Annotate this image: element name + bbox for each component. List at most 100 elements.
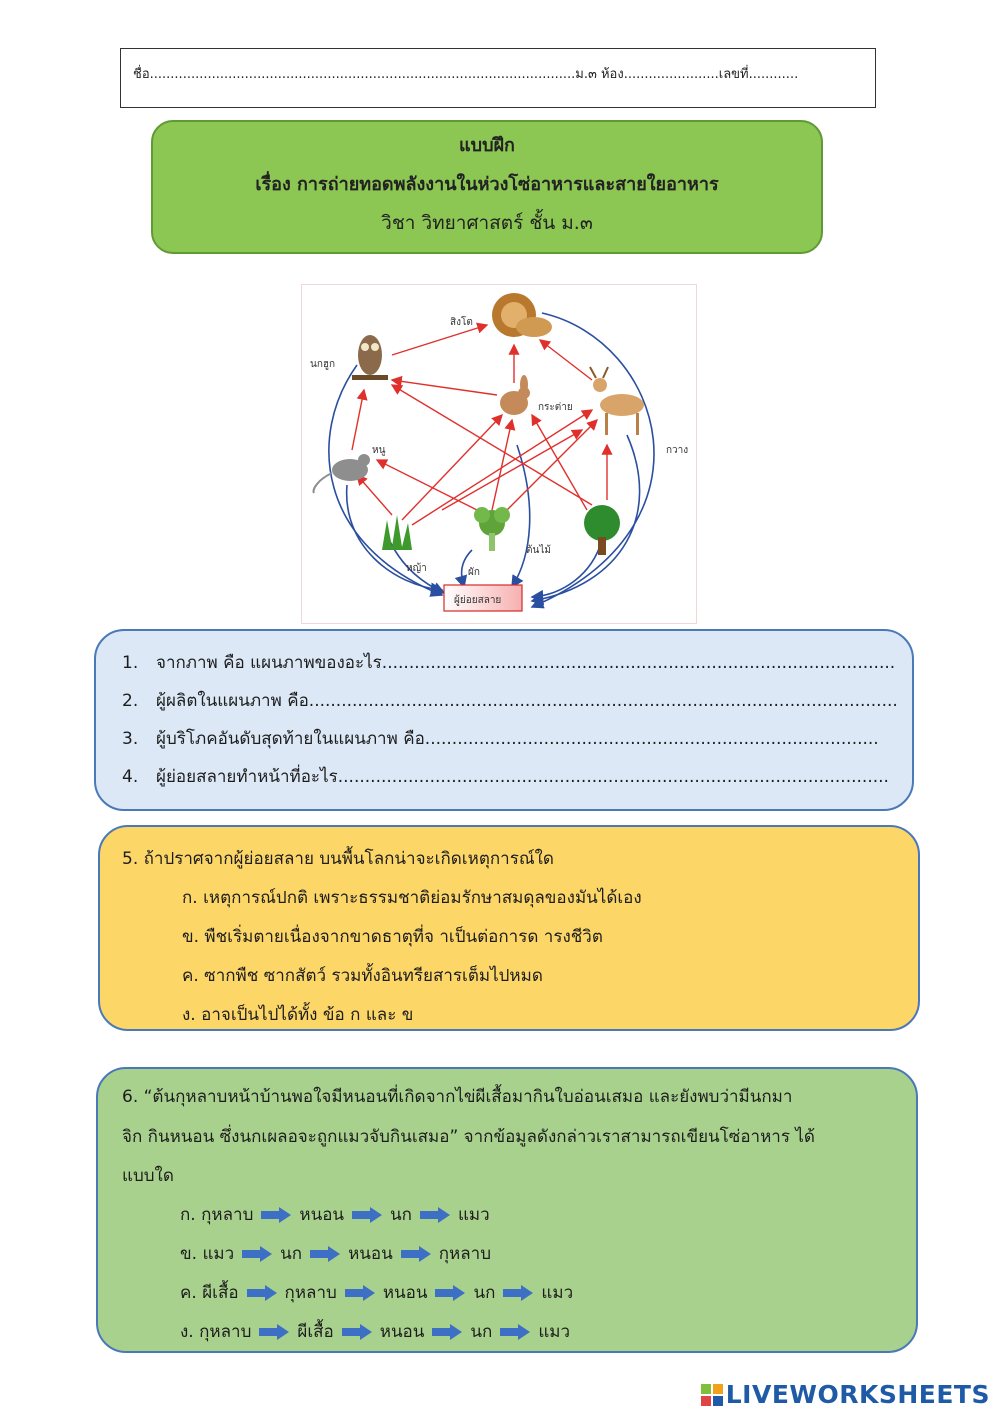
- deer-to-decomposer-arrow: [530, 434, 641, 606]
- choice-prefix: ข.: [180, 1244, 203, 1264]
- grass-to-mouse-arrow: [356, 473, 393, 516]
- right-arrow-icon: [310, 1246, 341, 1262]
- right-arrow-icon: [435, 1285, 466, 1301]
- food-web-diagram: สิงโต นกฮูก กระต่าย กวาง หนู หญ้า ผัก ต้…: [301, 284, 697, 624]
- right-arrow-icon: [341, 1324, 372, 1340]
- worksheet-type: แบบฝึก: [459, 135, 515, 156]
- questions-1-4-box: 1.จากภาพ คือ แผนภาพของอะไร..............…: [94, 629, 914, 811]
- liveworksheets-logo: LIVEWORKSHEETS: [700, 1380, 990, 1409]
- right-arrow-icon: [400, 1246, 431, 1262]
- question-5-text: 5. ถ้าปราศจากผู้ย่อยสลาย บนพื้นโลกน่าจะเ…: [122, 849, 554, 869]
- deer-label: กวาง: [666, 445, 688, 456]
- feeding-arrows: [351, 322, 613, 526]
- question-6-choice-c[interactable]: ค. ผีเสื้อ กุหลาบ หนอน นก แมว: [180, 1279, 573, 1306]
- vegetable-icon: [474, 507, 510, 551]
- question-5-choice-d[interactable]: ง. อาจเป็นไปได้ทั้ง ข้อ ก และ ข: [182, 1005, 414, 1025]
- right-arrow-icon: [500, 1324, 531, 1340]
- question-1[interactable]: 1.จากภาพ คือ แผนภาพของอะไร..............…: [122, 653, 896, 673]
- question-5-box: 5. ถ้าปราศจากผู้ย่อยสลาย บนพื้นโลกน่าจะเ…: [98, 825, 920, 1031]
- tree-to-rabbit-arrow: [531, 413, 588, 511]
- decomposer-box: [443, 584, 523, 612]
- owl-label: นกฮูก: [310, 359, 335, 370]
- chain-organism: กุหลาบ: [438, 1244, 492, 1264]
- chain-organism: หนอน: [299, 1205, 345, 1225]
- question-2[interactable]: 2.ผู้ผลิตในแผนภาพ คือ...................…: [122, 691, 898, 711]
- chain-organism: ผีเสื้อ: [297, 1322, 334, 1342]
- right-arrow-icon: [242, 1246, 273, 1262]
- grass-icon: [382, 515, 412, 550]
- rabbit-to-owl-arrow: [390, 375, 498, 396]
- mouse-to-owl-arrow: [351, 388, 368, 451]
- chain-organism: นก: [390, 1205, 412, 1225]
- decomposer-label: ผู้ย่อยสลาย: [454, 594, 501, 606]
- mouse-icon: [312, 454, 370, 494]
- grass-to-decomposer-arrow: [386, 534, 446, 595]
- rabbit-label: กระต่าย: [538, 402, 573, 413]
- liveworksheets-logo-icon: [700, 1383, 723, 1406]
- right-arrow-icon: [259, 1324, 290, 1340]
- mouse-label: หนู: [372, 445, 386, 456]
- question-5-choice-c[interactable]: ค. ซากพืช ซากสัตว์ รวมทั้งอินทรียสารเต็ม…: [182, 966, 543, 986]
- chain-organism: กุหลาบ: [201, 1205, 254, 1225]
- student-info-line[interactable]: ชื่อ....................................…: [133, 67, 799, 82]
- question-6-line-3: แบบใด: [122, 1166, 174, 1186]
- lion-label: สิงโต: [450, 315, 473, 328]
- vegetable-label: ผัก: [468, 567, 480, 578]
- chain-organism: หนอน: [379, 1322, 425, 1342]
- right-arrow-icon: [344, 1285, 375, 1301]
- liveworksheets-brand: LIVEWORKSHEETS: [725, 1380, 990, 1409]
- question-6-line-1: 6. “ต้นกุหลาบหน้าบ้านพอใจมีหนอนที่เกิดจา…: [122, 1087, 793, 1107]
- chain-organism: แมว: [202, 1244, 235, 1264]
- chain-organism: ผีเสื้อ: [202, 1283, 239, 1303]
- chain-organism: นก: [473, 1283, 496, 1303]
- question-6-line-2: จิก กินหนอน ซึ่งนกเผลอจะถูกแมวจับกินเสมอ…: [122, 1127, 815, 1147]
- worksheet-topic: เรื่อง การถ่ายทอดพลังงานในห่วงโซ่อาหารแล…: [255, 174, 719, 195]
- worksheet-subject: วิชา วิทยาศาสตร์ ชั้น ม.๓: [381, 212, 593, 234]
- right-arrow-icon: [419, 1207, 450, 1223]
- chain-organism: แมว: [457, 1205, 490, 1225]
- question-6-choice-d[interactable]: ง. กุหลาบ ผีเสื้อ หนอน นก แมว: [180, 1318, 570, 1345]
- chain-organism: นก: [280, 1244, 303, 1264]
- mouse-to-decomposer-arrow: [345, 484, 444, 596]
- tree-icon: [584, 505, 620, 555]
- chain-organism: กุหลาบ: [284, 1283, 337, 1303]
- chain-organism: นก: [470, 1322, 493, 1342]
- lion-icon: [492, 293, 552, 337]
- question-4[interactable]: 4.ผู้ย่อยสลายทำหน้าที่อะไร..............…: [122, 767, 889, 787]
- chain-organism: แมว: [538, 1322, 571, 1342]
- rabbit-to-decomposer-arrow: [511, 444, 531, 589]
- question-6-choice-b[interactable]: ข. แมว นก หนอน กุหลาบ: [180, 1240, 491, 1267]
- question-3[interactable]: 3.ผู้บริโภคอันดับสุดท้ายในแผนภาพ คือ....…: [122, 729, 879, 749]
- tree-to-owl-arrow: [390, 384, 593, 506]
- student-info-box: ชื่อ....................................…: [120, 48, 876, 108]
- chain-organism: กุหลาบ: [199, 1322, 252, 1342]
- right-arrow-icon: [503, 1285, 534, 1301]
- owl-icon: [352, 335, 388, 380]
- right-arrow-icon: [261, 1207, 292, 1223]
- food-web-svg: สิงโต นกฮูก กระต่าย กวาง หนู หญ้า ผัก ต้…: [310, 293, 688, 612]
- vegetable-to-rabbit-arrow: [491, 418, 516, 511]
- question-5-choice-b[interactable]: ข. พืชเริ่มตายเนื่องจากขาดธาตุที่จ าเป็น…: [182, 927, 603, 947]
- choice-prefix: ง.: [180, 1322, 200, 1342]
- choice-prefix: ก.: [180, 1205, 202, 1225]
- owl-to-decomposer-arrow: [328, 364, 444, 597]
- rabbit-icon: [500, 375, 530, 415]
- chain-organism: หนอน: [348, 1244, 393, 1264]
- right-arrow-icon: [246, 1285, 277, 1301]
- worksheet-title-box: แบบฝึก เรื่อง การถ่ายทอดพลังงานในห่วงโซ่…: [151, 120, 823, 254]
- chain-organism: แมว: [541, 1283, 574, 1303]
- deer-to-lion-arrow: [538, 339, 593, 381]
- tree-label: ต้นไม้: [526, 544, 551, 556]
- grass-label: หญ้า: [406, 562, 427, 574]
- question-5-choice-a[interactable]: ก. เหตุการณ์ปกติ เพราะธรรมชาติย่อมรักษาส…: [182, 888, 642, 908]
- chain-organism: หนอน: [382, 1283, 428, 1303]
- question-6-choice-a[interactable]: ก. กุหลาบ หนอน นก แมว: [180, 1201, 490, 1228]
- owl-to-lion-arrow: [391, 322, 489, 356]
- grass-to-rabbit-arrow: [401, 413, 503, 521]
- choice-prefix: ค.: [180, 1283, 203, 1303]
- deer-icon: [589, 366, 644, 435]
- grass-to-deer-arrow-2: [441, 429, 584, 511]
- lion-to-decomposer-arrow: [530, 312, 655, 609]
- vegetable-to-mouse-arrow: [375, 459, 478, 511]
- right-arrow-icon: [432, 1324, 463, 1340]
